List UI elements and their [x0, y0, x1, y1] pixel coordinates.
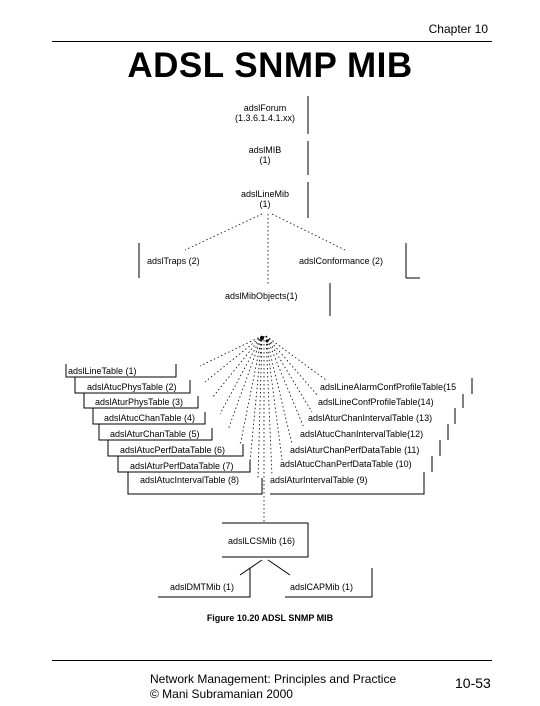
- right-table-label: adslAturChanIntervalTable (13): [308, 413, 433, 423]
- right-table-label: adslAtucChanIntervalTable(12): [300, 429, 424, 439]
- header-rule: [52, 41, 492, 42]
- node-adslForum-oid: (1.3.6.1.4.1.xx): [234, 113, 296, 123]
- left-table-label: adslAturPhysTable (3): [95, 397, 184, 407]
- node-adslConformance: adslConformance (2): [299, 256, 384, 266]
- left-table-label: adslAtucChanTable (4): [104, 413, 196, 423]
- left-table-box-5: [98, 424, 213, 441]
- node-adslForum-name: adslForum: [243, 103, 287, 113]
- node-adslDMTMib: adslDMTMib (1): [170, 582, 235, 592]
- adslDMTMib-box: [158, 568, 251, 598]
- node-adslMIB-oid: (1): [259, 155, 271, 165]
- left-table-label: adslAturPerfDataTable (7): [130, 461, 234, 471]
- right-table-label: adslAturIntervalTable (9): [270, 475, 368, 485]
- left-table-label: adslAturChanTable (5): [110, 429, 200, 439]
- adslLCSMib-box: [222, 522, 309, 558]
- right-table-label: adslLineConfProfileTable(14): [318, 397, 434, 407]
- node-adslLineMib-oid: (1): [259, 199, 271, 209]
- footer-rule: [52, 660, 492, 661]
- page-title: ADSL SNMP MIB: [127, 46, 413, 85]
- node-adslLineMib-name: adslLineMib: [240, 189, 290, 199]
- footer-copyright: © Mani Subramanian 2000: [150, 687, 293, 701]
- right-table-label: adslAtucChanPerfDataTable (10): [280, 459, 412, 469]
- left-table-box-4: [92, 408, 206, 425]
- left-table-box-8: [127, 472, 263, 495]
- node-adslMibObjects: adslMibObjects(1): [225, 291, 298, 301]
- adslCAPMib-box: [285, 568, 373, 598]
- left-table-label: adslAtucIntervalTable (8): [140, 475, 240, 485]
- page-number: 10-53: [455, 675, 491, 691]
- node-adslLCSMib: adslLCSMib (16): [228, 536, 296, 546]
- figure-caption: Figure 10.20 ADSL SNMP MIB: [206, 613, 334, 623]
- chapter-label: Chapter 10: [428, 22, 488, 36]
- left-table-label: adslAtucPhysTable (2): [87, 382, 177, 392]
- left-table-box-7: [117, 456, 251, 473]
- footer-book-title: Network Management: Principles and Pract…: [150, 672, 397, 686]
- right-table-label: adslLineAlarmConfProfileTable(15: [320, 382, 457, 392]
- node-adslCAPMib: adslCAPMib (1): [290, 582, 354, 592]
- object-hub-node: [260, 336, 264, 340]
- right-table-label: adslAturChanPerfDataTable (11): [290, 445, 420, 455]
- left-table-box-6: [107, 440, 244, 457]
- left-table-box-3: [83, 393, 199, 409]
- node-adslTraps: adslTraps (2): [147, 256, 200, 266]
- right-table-box-9: [270, 472, 425, 495]
- left-table-box-2: [74, 377, 191, 394]
- node-adslMIB-name: adslMIB: [248, 145, 282, 155]
- left-table-label: adslAtucPerfDataTable (6): [120, 445, 226, 455]
- left-table-box-1: [65, 364, 177, 378]
- left-table-label: adslLineTable (1): [68, 366, 137, 376]
